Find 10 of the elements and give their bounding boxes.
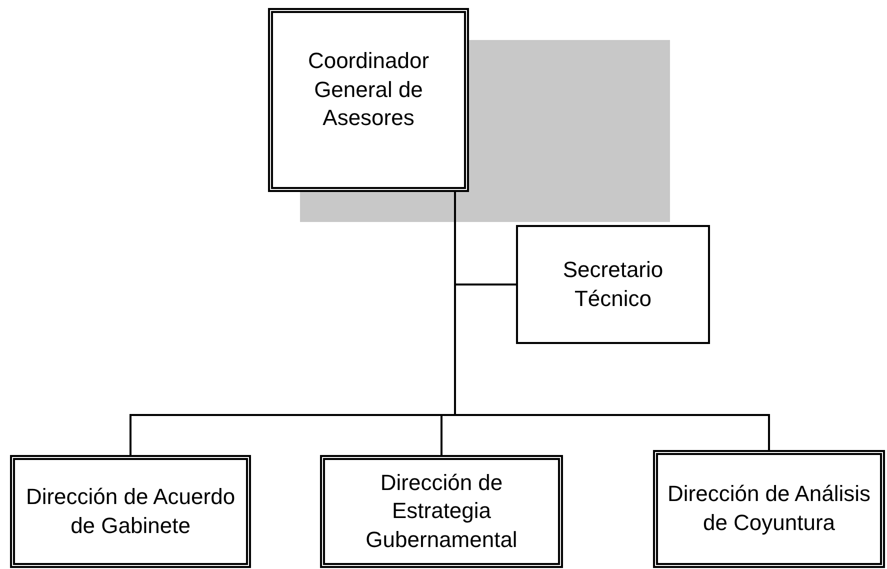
box-label: Secretario Técnico bbox=[562, 256, 664, 312]
box-label: Dirección de Análisis de Coyuntura bbox=[666, 480, 872, 537]
box-label: Dirección de Acuerdo de Gabinete bbox=[24, 482, 236, 540]
box-label: Dirección de Estrategia Gubernamental bbox=[364, 468, 518, 554]
org-box bbox=[10, 455, 251, 568]
org-box bbox=[516, 225, 710, 344]
org-box bbox=[268, 8, 469, 192]
org-box bbox=[653, 450, 885, 568]
org-box bbox=[320, 455, 563, 568]
box-label: Coordinador General de Asesores bbox=[306, 47, 430, 132]
